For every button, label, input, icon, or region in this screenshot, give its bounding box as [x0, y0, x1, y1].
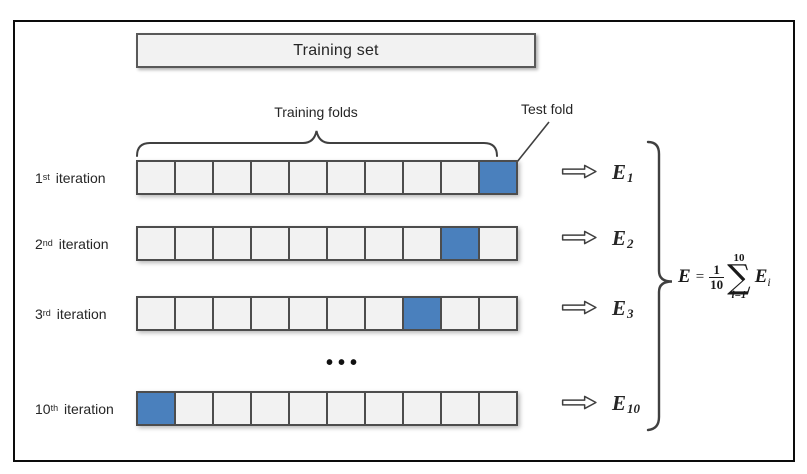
formula-rhs: E i	[754, 266, 771, 289]
error-subscript: 10	[627, 401, 641, 416]
summation: 10 ∑ i=1	[727, 251, 751, 302]
error-symbol: E	[612, 390, 627, 415]
fold-cell	[174, 391, 214, 426]
error-subscript: i	[767, 274, 771, 289]
error-symbol: E	[612, 225, 627, 250]
iteration-number: 10	[35, 400, 51, 417]
fold-row-3	[136, 296, 536, 331]
figure-border	[13, 20, 795, 462]
fold-cell	[364, 296, 404, 331]
fold-cell	[212, 160, 252, 195]
fold-cell	[478, 391, 518, 426]
test-fold-cell	[440, 226, 480, 261]
right-arrow-icon	[561, 230, 597, 245]
ordinal-suffix: rd	[42, 308, 51, 318]
iteration-word: iteration	[56, 305, 107, 322]
fold-cell	[288, 296, 328, 331]
training-folds-label: Training folds	[274, 104, 358, 120]
fold-cell	[136, 160, 176, 195]
right-arrow-icon	[561, 164, 597, 179]
test-fold-cell	[478, 160, 518, 195]
iteration-word: iteration	[63, 400, 114, 417]
average-error-formula: E = 1 10 10 ∑ i=1 E i	[678, 240, 771, 314]
fold-cell	[136, 296, 176, 331]
fold-cell	[326, 226, 366, 261]
fold-cell	[174, 296, 214, 331]
fold-cell	[212, 226, 252, 261]
error-symbol: E	[612, 295, 627, 320]
fraction-numerator: 1	[709, 263, 724, 278]
fold-cell	[440, 296, 480, 331]
error-subscript: 2	[627, 236, 634, 251]
fold-cell	[174, 160, 214, 195]
fold-cell	[478, 226, 518, 261]
error-symbol: E	[612, 159, 627, 184]
error-subscript: 1	[627, 170, 634, 185]
training-set-label: Training set	[293, 41, 379, 59]
fold-cell	[250, 160, 290, 195]
ordinal-suffix: st	[42, 172, 50, 182]
fold-row-10	[136, 391, 536, 426]
iteration-word: iteration	[58, 235, 109, 252]
fold-cell	[478, 296, 518, 331]
error-subscript: 3	[627, 306, 634, 321]
fold-cell	[174, 226, 214, 261]
fold-cell	[440, 160, 480, 195]
fold-cell	[212, 391, 252, 426]
test-fold-label: Test fold	[521, 101, 574, 117]
right-arrow-icon	[561, 300, 597, 315]
training-set-box: Training set	[136, 33, 536, 68]
fold-cell	[364, 391, 404, 426]
iteration-word: iteration	[55, 169, 106, 186]
fold-row-2	[136, 226, 536, 261]
right-arrow-icon	[561, 395, 597, 410]
formula-lhs: E	[678, 266, 691, 287]
iteration-number: 3	[35, 305, 43, 322]
sum-upper-limit: 10	[733, 251, 745, 264]
fold-cell	[136, 226, 176, 261]
fold-cell	[326, 296, 366, 331]
fraction-one-tenth: 1 10	[708, 263, 725, 291]
ordinal-suffix: nd	[42, 238, 53, 248]
fold-cell	[440, 391, 480, 426]
fold-cell	[250, 226, 290, 261]
ordinal-suffix: th	[50, 403, 59, 413]
fold-cell	[288, 226, 328, 261]
equals-sign: =	[695, 268, 705, 285]
fold-cell	[402, 391, 442, 426]
error-symbol: E	[754, 266, 768, 287]
fold-cell	[402, 226, 442, 261]
fold-cell	[402, 160, 442, 195]
test-fold-cell	[136, 391, 176, 426]
fold-cell	[288, 391, 328, 426]
fold-row-1	[136, 160, 536, 195]
test-fold-cell	[402, 296, 442, 331]
fraction-denominator: 10	[710, 276, 724, 292]
fold-cell	[326, 160, 366, 195]
iteration-number: 2	[35, 235, 43, 252]
sigma-icon: ∑	[727, 256, 751, 296]
fold-cell	[364, 160, 404, 195]
fold-cell	[288, 160, 328, 195]
fold-cell	[364, 226, 404, 261]
fold-cell	[250, 296, 290, 331]
iteration-number: 1	[35, 169, 43, 186]
sum-lower-limit: i=1	[731, 289, 747, 302]
fold-cell	[212, 296, 252, 331]
fold-cell	[326, 391, 366, 426]
fold-cell	[250, 391, 290, 426]
ellipsis-dots: •••	[325, 352, 362, 374]
